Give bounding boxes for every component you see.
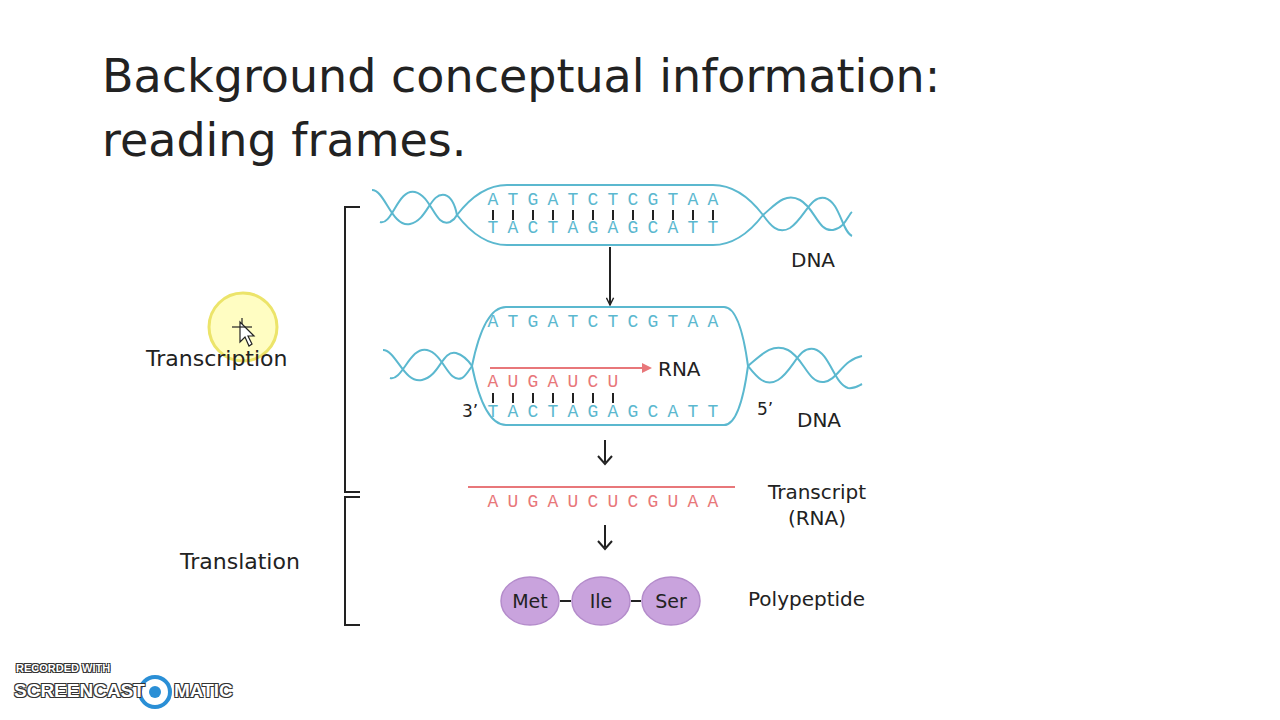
peptide-bond: [560, 600, 571, 602]
helix-strand: [763, 198, 852, 236]
cursor-cross: [241, 318, 242, 324]
node-text: Ile: [590, 590, 613, 612]
down-arrow: [604, 525, 606, 547]
tick: [492, 393, 494, 403]
molecule-label: Polypeptide: [748, 587, 865, 611]
process-label: Transcription: [146, 346, 288, 371]
cursor-arrow: [240, 322, 254, 346]
node-text: Met: [512, 590, 548, 612]
molecule-label: Transcript (RNA): [744, 479, 890, 531]
amino-acid: Ser: [641, 576, 701, 626]
watermark-text: RECORDED WITH: [16, 662, 110, 674]
structure-label: DNA: [791, 248, 835, 272]
process-label: Translation: [180, 549, 300, 574]
transcript-sequence: AUGAUCUCGUAA: [488, 493, 728, 511]
strand-end-label: 5’: [757, 399, 773, 419]
arrow-head: [642, 363, 652, 373]
base-pair-ticks: [493, 393, 613, 403]
node-text: Ser: [655, 590, 687, 612]
arrow-head: [598, 541, 612, 549]
watermark-logo-dot: [149, 686, 161, 698]
helix-strand: [380, 192, 457, 223]
helix-strand: [390, 350, 472, 379]
peptide-bond: [631, 600, 641, 602]
cursor-cross: [232, 326, 252, 327]
transcription-bubble: ATGATCTCGTAA AUGAUCU TACTAGAGCATT: [470, 305, 750, 427]
coding-strand: ATGATCTCGTAA: [488, 191, 728, 209]
dna-bubble: ATGATCTCGTAA TACTAGAGCATT: [455, 183, 765, 247]
tick: [572, 393, 574, 403]
template-strand: TACTAGAGCATT: [488, 403, 728, 421]
cursor-icon: [232, 318, 254, 346]
bracket: [345, 207, 360, 492]
tick: [592, 393, 594, 403]
tick: [512, 393, 514, 403]
strand-end-label: 3’: [462, 401, 478, 421]
slide-title: Background conceptual information: readi…: [102, 44, 1002, 172]
ellipse-shape: [501, 577, 559, 625]
watermark-text: SCREENCAST: [14, 680, 145, 702]
tick: [532, 393, 534, 403]
helix-strand: [748, 348, 862, 382]
arrow-head: [598, 456, 612, 464]
helix-strand: [383, 350, 472, 380]
rna-strand: AUGAUCU: [488, 373, 628, 391]
coding-strand: ATGATCTCGTAA: [488, 313, 728, 331]
tick: [612, 393, 614, 403]
dna-helix: [372, 190, 852, 236]
bracket: [345, 497, 360, 625]
amino-acid: Met: [500, 576, 560, 626]
ellipse-shape: [642, 577, 700, 625]
flow-arrow: [609, 247, 611, 305]
watermark-text: MATIC: [174, 680, 233, 702]
transcript-line: [468, 486, 735, 488]
helix-strand: [372, 190, 457, 224]
rna-direction-arrow: [490, 367, 644, 369]
amino-acid: Ile: [571, 576, 631, 626]
bubble-outline: [457, 185, 763, 245]
ellipse-shape: [572, 577, 630, 625]
helix-strand: [763, 198, 852, 231]
down-arrow: [604, 440, 606, 462]
structure-label: DNA: [797, 408, 841, 432]
molecule-label: RNA: [658, 357, 701, 381]
template-strand: TACTAGAGCATT: [488, 219, 728, 237]
tick: [552, 393, 554, 403]
bubble-outline: [472, 307, 748, 425]
